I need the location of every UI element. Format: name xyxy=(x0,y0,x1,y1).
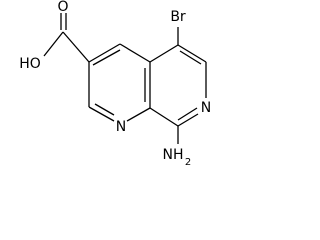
bond-c3-c4 xyxy=(88,43,121,63)
bond-acid-ring xyxy=(62,31,90,63)
atom-label-nitrogen-left: N xyxy=(116,119,126,135)
atom-label-amino: NH xyxy=(163,147,184,163)
atom-label-amino-subscript: 2 xyxy=(185,157,191,168)
bond-c5-c6-inner xyxy=(179,50,202,65)
bond-c8-c8a xyxy=(149,107,179,127)
atom-label-hydroxyl: HO xyxy=(19,56,41,72)
bond-c4-c4a xyxy=(119,43,151,63)
atom-label-oxygen: O xyxy=(57,0,68,15)
bond-c4a-c5 xyxy=(149,44,179,63)
bond-c-oh xyxy=(43,31,64,57)
bond-n7-c8 xyxy=(177,113,199,127)
bond-c5-c6 xyxy=(177,44,207,63)
atom-label-nitrogen-right: N xyxy=(201,100,211,116)
right-ring xyxy=(149,44,207,127)
atom-label-bromine: Br xyxy=(170,9,186,25)
bond-c3-c4-inner xyxy=(92,49,121,66)
bond-c2-n1 xyxy=(88,106,115,122)
chemical-structure: O HO Br N N NH 2 xyxy=(19,0,211,168)
left-ring xyxy=(88,43,151,122)
bond-n7-c8-inner xyxy=(177,107,198,121)
carboxylic-acid-group xyxy=(43,13,90,63)
bond-n1-c8a xyxy=(126,107,151,122)
bond-c2-n1-inner xyxy=(94,103,115,116)
